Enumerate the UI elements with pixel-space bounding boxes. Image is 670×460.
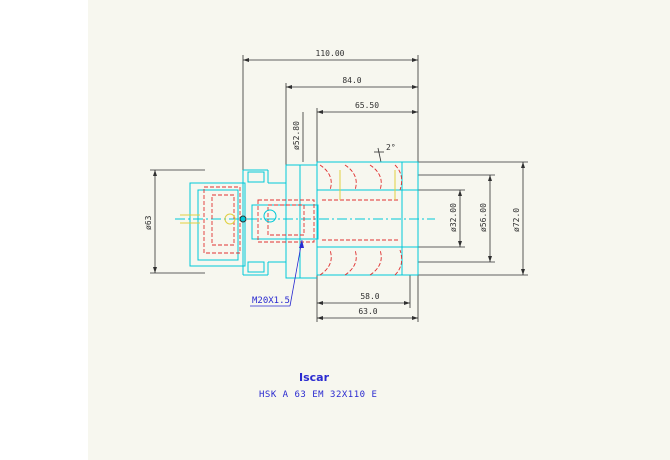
thread-label: M20X1.5 xyxy=(252,296,290,306)
dim-overall-length: 110.00 xyxy=(316,49,345,58)
part-outline xyxy=(175,161,435,279)
thread-arrow-icon xyxy=(299,240,304,248)
hidden-lines xyxy=(203,164,403,276)
drawing-sheet xyxy=(88,0,670,460)
coolant-hole-icon xyxy=(224,213,236,225)
dim-diameter-52: ø52.80 xyxy=(292,121,301,150)
dimension-arrows xyxy=(153,58,525,320)
dim-diameter-63: ø63 xyxy=(144,215,153,230)
accent-details xyxy=(180,170,396,224)
screw-hole-icon xyxy=(263,209,277,223)
thread-leader xyxy=(250,239,303,307)
dim-diameter-72: ø72.0 xyxy=(512,208,521,232)
dim-length-63: 63.0 xyxy=(358,307,377,316)
dim-diameter-32: ø32.00 xyxy=(449,203,458,232)
part-caption: HSK A 63 EM 32X110 E xyxy=(259,390,377,400)
dimension-lines xyxy=(150,55,528,322)
brand-logo: Iscar xyxy=(299,371,330,384)
dim-diameter-56: ø56.00 xyxy=(479,203,488,232)
dim-angle: 2° xyxy=(386,143,396,152)
dim-length-58: 58.0 xyxy=(360,292,379,301)
dim-length-84: 84.0 xyxy=(342,76,361,85)
pivot-point-icon xyxy=(239,215,247,223)
dim-length-65: 65.50 xyxy=(355,101,379,110)
